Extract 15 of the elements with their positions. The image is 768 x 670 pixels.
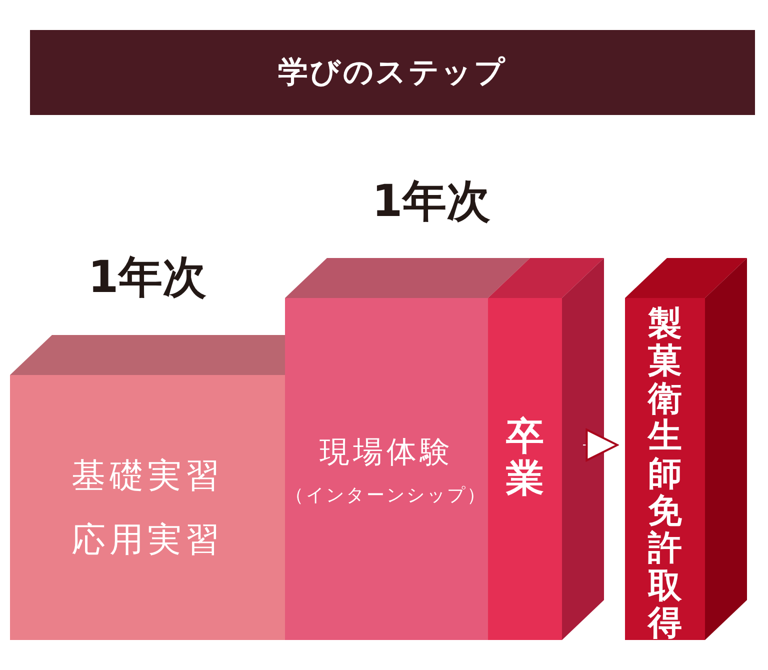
step-label: 卒業 <box>506 416 544 500</box>
year-label: 1年次 <box>372 175 491 229</box>
step-block <box>10 375 285 640</box>
step-label: 応用実習 <box>71 518 224 562</box>
step-label: 現場体験 <box>319 434 454 472</box>
step-block <box>488 298 562 640</box>
year-label: 1年次 <box>88 251 207 305</box>
arrow <box>582 428 620 462</box>
step-label: （インターンシップ） <box>286 484 488 506</box>
step-label: 基礎実習 <box>71 454 224 498</box>
step-label: 製菓衛生師免許取得 <box>648 306 682 643</box>
title-band <box>30 30 755 115</box>
step-block <box>625 298 705 640</box>
title-text: 学びのステップ <box>278 54 507 92</box>
step-block <box>285 298 488 640</box>
